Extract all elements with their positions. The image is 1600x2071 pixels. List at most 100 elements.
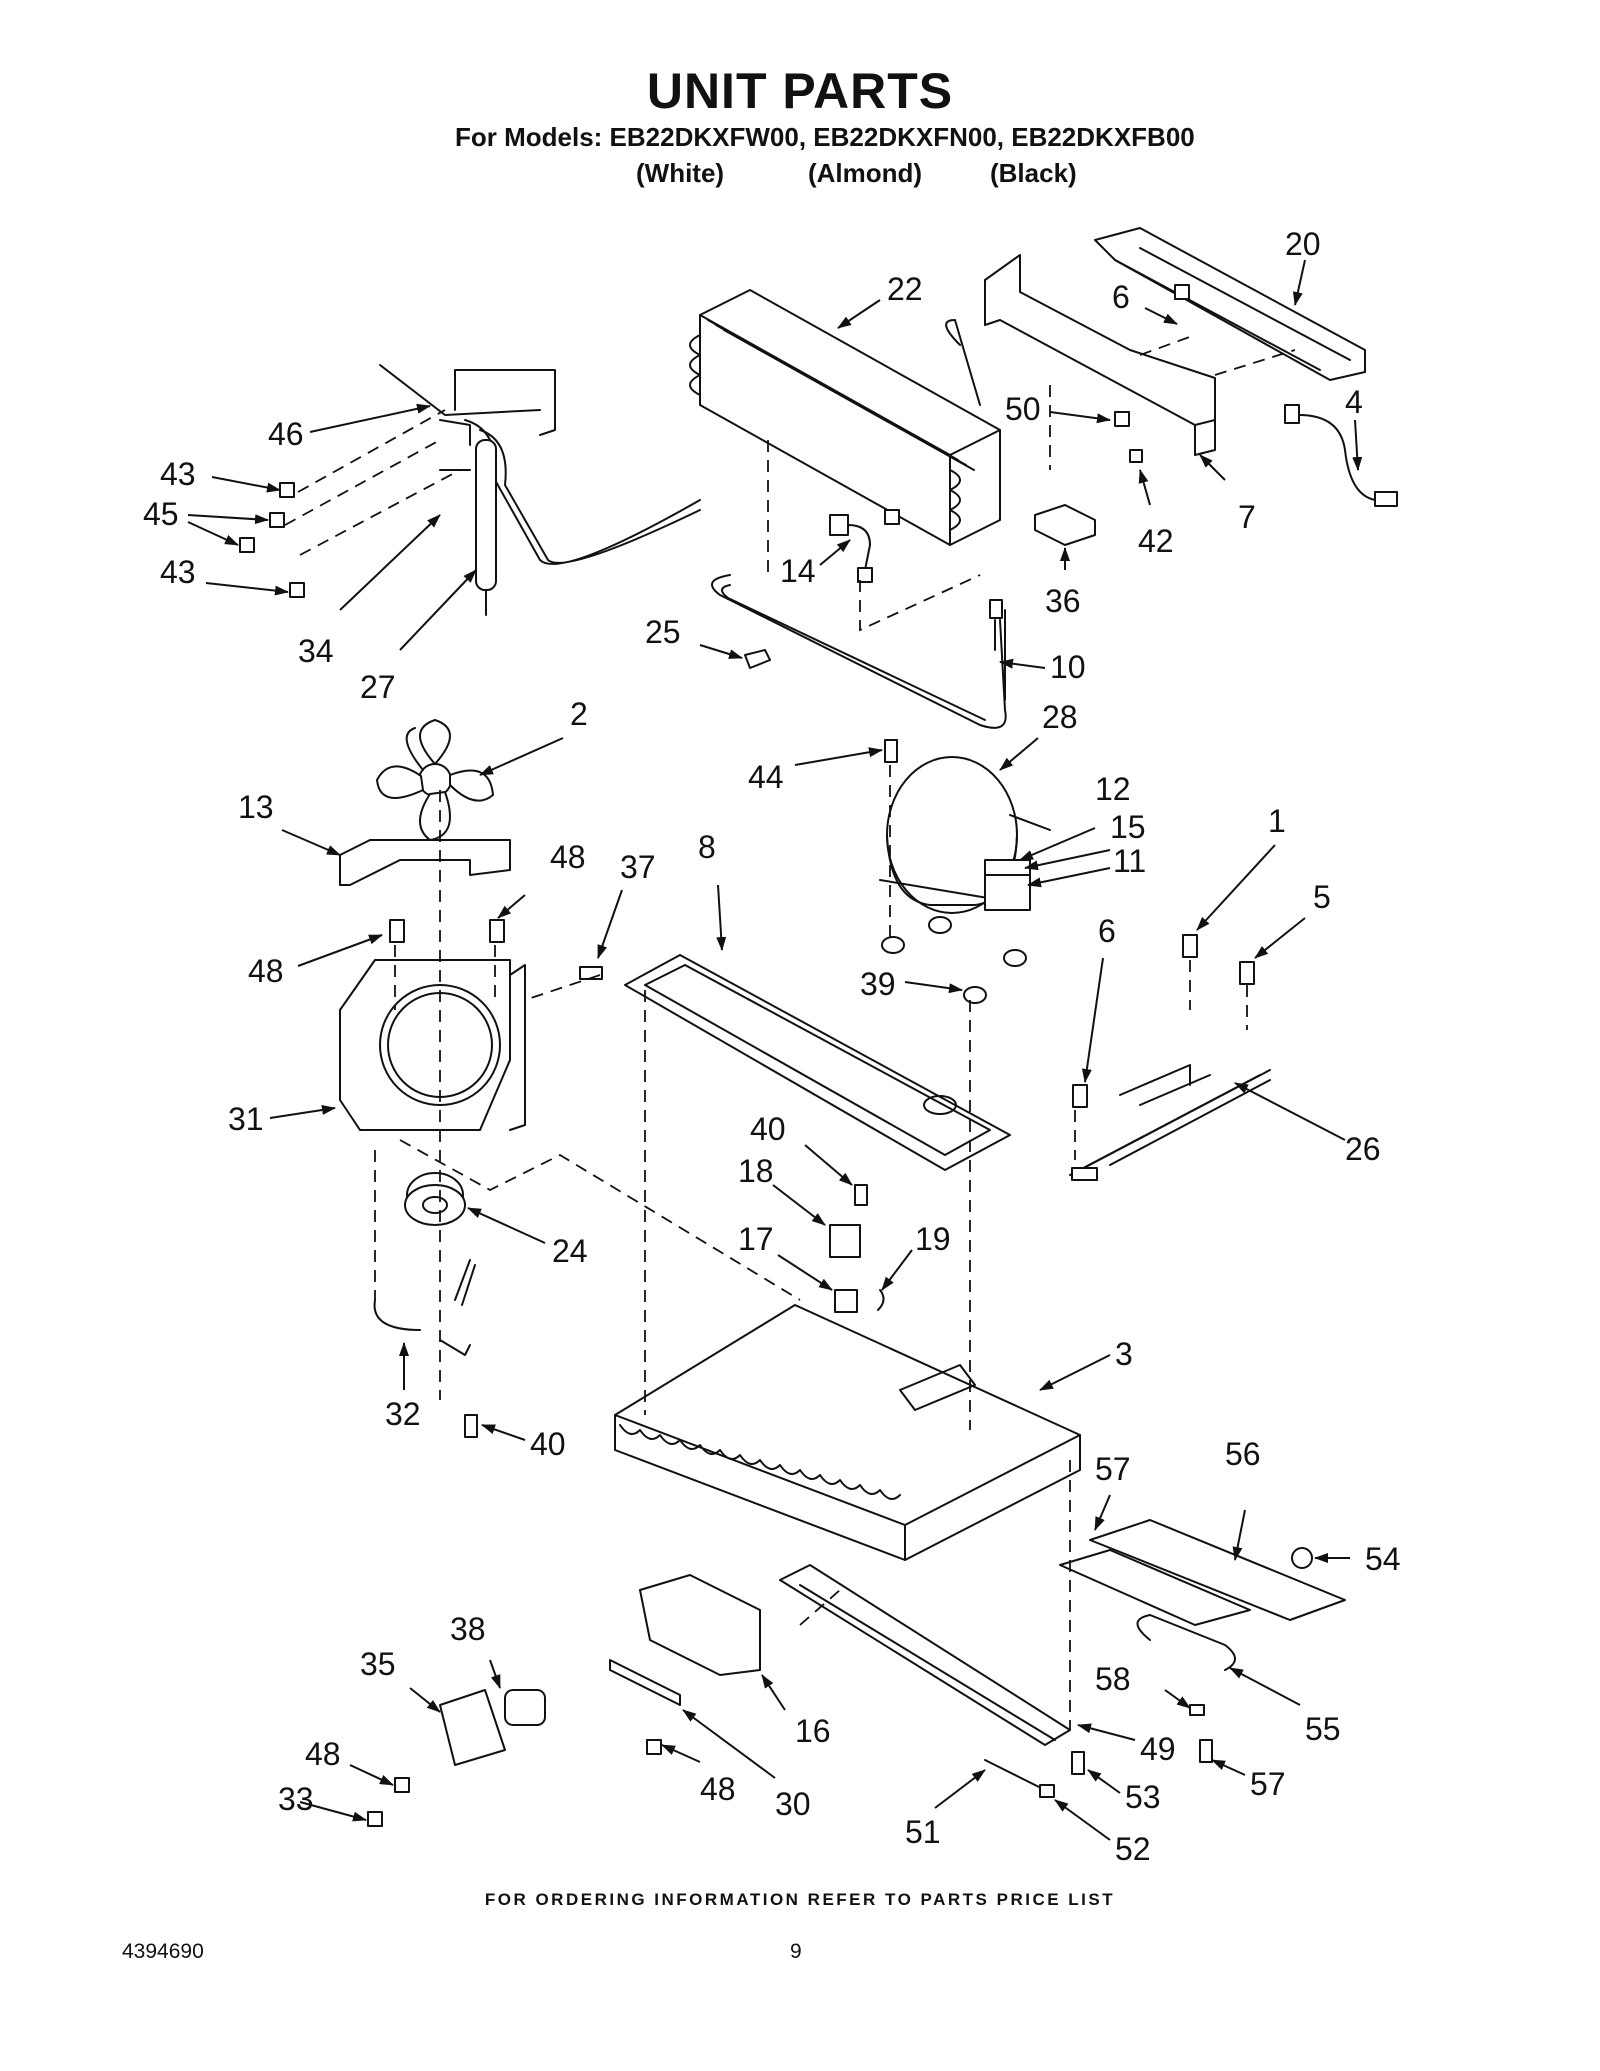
part-13-shroud	[339, 839, 511, 886]
part-51-rod	[984, 1759, 1046, 1791]
callout-48: 48	[248, 953, 284, 989]
callout-33: 33	[278, 1781, 314, 1817]
callout-37: 37	[620, 849, 656, 885]
part-30-strap	[609, 1659, 681, 1706]
callout-25: 25	[645, 614, 681, 650]
color-almond: (Almond)	[808, 158, 923, 188]
callout-43: 43	[160, 456, 196, 492]
callout-45: 45	[143, 496, 179, 532]
callout-40: 40	[750, 1111, 786, 1147]
models-line: For Models: EB22DKXFW00, EB22DKXFN00, EB…	[455, 122, 1195, 152]
callout-4: 4	[1345, 384, 1363, 420]
callout-6: 6	[1112, 279, 1130, 315]
part-54-plug	[1291, 1547, 1313, 1569]
part-10-heater	[711, 574, 1007, 729]
callout-52: 52	[1115, 1831, 1151, 1867]
part-28-compressor	[879, 756, 1051, 914]
callout-11: 11	[1113, 843, 1146, 879]
callout-10: 10	[1050, 649, 1086, 685]
callout-26: 26	[1345, 1131, 1381, 1167]
callout-27: 27	[360, 669, 396, 705]
part-31-fan-shroud	[339, 959, 526, 1131]
part-39-grommets	[881, 916, 1027, 1004]
assembly-lines	[284, 334, 1296, 1730]
callout-1: 1	[1268, 803, 1286, 839]
ordering-note: FOR ORDERING INFORMATION REFER TO PARTS …	[484, 1890, 1116, 1909]
screws	[239, 284, 1255, 1827]
callout-31: 31	[228, 1101, 264, 1137]
callout-13: 13	[238, 789, 274, 825]
part-26-harness	[1069, 1064, 1271, 1181]
part-38-timer	[504, 1689, 546, 1726]
callout-8: 8	[698, 829, 716, 865]
part-25-clip	[744, 649, 771, 669]
part-32-brackets	[373, 1259, 476, 1356]
callout-56: 56	[1225, 1436, 1261, 1472]
callout-17: 17	[738, 1221, 774, 1257]
callout-58: 58	[1095, 1661, 1131, 1697]
callout-40: 40	[530, 1426, 566, 1462]
callout-51: 51	[905, 1814, 941, 1850]
callout-53: 53	[1125, 1779, 1161, 1815]
part-52-plug	[1039, 1784, 1055, 1798]
callout-39: 39	[860, 966, 896, 1002]
callout-44: 44	[748, 759, 784, 795]
document-number: 4394690	[122, 1940, 204, 1963]
callout-30: 30	[775, 1786, 811, 1822]
part-17-capacitor	[834, 1289, 858, 1313]
callout-2: 2	[570, 696, 588, 732]
callout-3: 3	[1115, 1336, 1133, 1372]
part-57-pad	[1059, 1549, 1251, 1626]
part-7-bracket	[984, 254, 1216, 456]
part-2-fan-blade	[376, 719, 494, 841]
part-16-bracket	[639, 1574, 761, 1676]
part-8-drain-pan	[624, 954, 1011, 1171]
callout-20: 20	[1285, 226, 1321, 262]
callout-57: 57	[1250, 1766, 1286, 1802]
callout-16: 16	[795, 1713, 831, 1749]
page-number: 9	[790, 1940, 802, 1963]
part-42-clip	[1129, 449, 1143, 463]
part-56-pad	[1089, 1519, 1346, 1621]
exploded-parts-diagram: 22 20 6 4 50 7 42 36 14 10 25 46 43 45 4…	[143, 226, 1401, 1867]
callout-7: 7	[1238, 499, 1256, 535]
callout-42: 42	[1138, 523, 1174, 559]
callout-6: 6	[1098, 913, 1116, 949]
callout-46: 46	[268, 416, 304, 452]
callout-32: 32	[385, 1396, 421, 1432]
part-24-motor	[404, 1172, 466, 1226]
part-18-relay	[829, 1224, 861, 1258]
callout-50: 50	[1005, 391, 1041, 427]
part-36-cover	[1034, 504, 1096, 546]
callout-38: 38	[450, 1611, 486, 1647]
page-title: UNIT PARTS	[646, 63, 954, 119]
part-3-base-condenser	[614, 1304, 1081, 1561]
callout-28: 28	[1042, 699, 1078, 735]
callout-36: 36	[1045, 583, 1081, 619]
callout-34: 34	[298, 633, 334, 669]
callout-14: 14	[780, 553, 816, 589]
callout-55: 55	[1305, 1711, 1341, 1747]
callout-54: 54	[1365, 1541, 1401, 1577]
callout-48: 48	[305, 1736, 341, 1772]
callout-15: 15	[1110, 809, 1146, 845]
part-35-plate	[439, 1689, 506, 1766]
callout-48: 48	[700, 1771, 736, 1807]
callout-48: 48	[550, 839, 586, 875]
callout-numbers: 22 20 6 4 50 7 42 36 14 10 25 46 43 45 4…	[143, 226, 1401, 1867]
callout-43: 43	[160, 554, 196, 590]
part-27-dryer	[379, 364, 701, 616]
callout-18: 18	[738, 1153, 774, 1189]
part-22-evaporator	[689, 289, 1001, 546]
callout-35: 35	[360, 1646, 396, 1682]
callout-57: 57	[1095, 1451, 1131, 1487]
callout-12: 12	[1095, 771, 1131, 807]
color-white: (White)	[636, 158, 725, 188]
callout-22: 22	[887, 271, 923, 307]
callout-19: 19	[915, 1221, 951, 1257]
part-55-clamp	[1136, 1614, 1236, 1671]
model-colors: (White) (Almond) (Black)	[0, 158, 1600, 192]
part-4-sensor	[1284, 404, 1398, 507]
leader-arrows	[187, 259, 1363, 1841]
callout-24: 24	[552, 1233, 588, 1269]
